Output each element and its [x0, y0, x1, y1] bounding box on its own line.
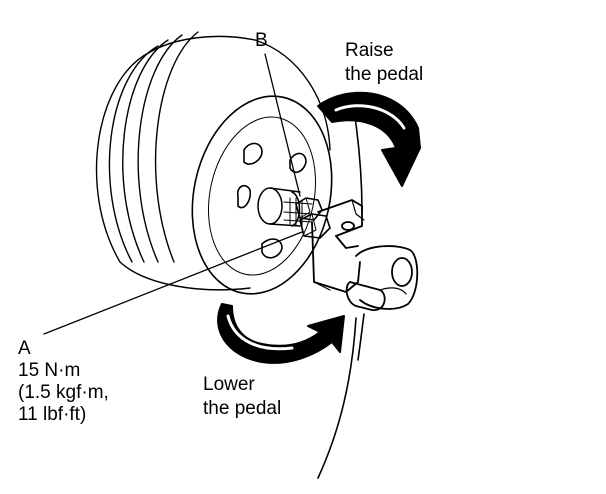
label-raise-line2: the pedal [345, 64, 424, 85]
label-b: B [255, 30, 268, 51]
pedal-arm [317, 109, 365, 479]
booster-face [191, 95, 333, 295]
leader-lines [43, 53, 303, 335]
pushrod-shaft [257, 187, 313, 227]
label-lower-line2: the pedal [203, 398, 282, 419]
label-raise-line1: Raise [345, 40, 394, 61]
label-a: A [18, 338, 31, 359]
torque-spec-line3: 11 lbf·ft) [18, 404, 87, 425]
raise-arrow-icon [317, 91, 421, 187]
clevis-yoke [311, 199, 419, 311]
nut-a [299, 213, 331, 239]
lower-arrow-icon [217, 303, 345, 364]
label-lower-line1: Lower [203, 374, 255, 395]
torque-spec-line1: 15 N·m [18, 360, 81, 381]
booster-body [95, 31, 331, 291]
leader-line-a [43, 231, 303, 335]
leader-line-b [264, 53, 301, 197]
torque-spec-line2: (1.5 kgf·m, [18, 382, 109, 403]
